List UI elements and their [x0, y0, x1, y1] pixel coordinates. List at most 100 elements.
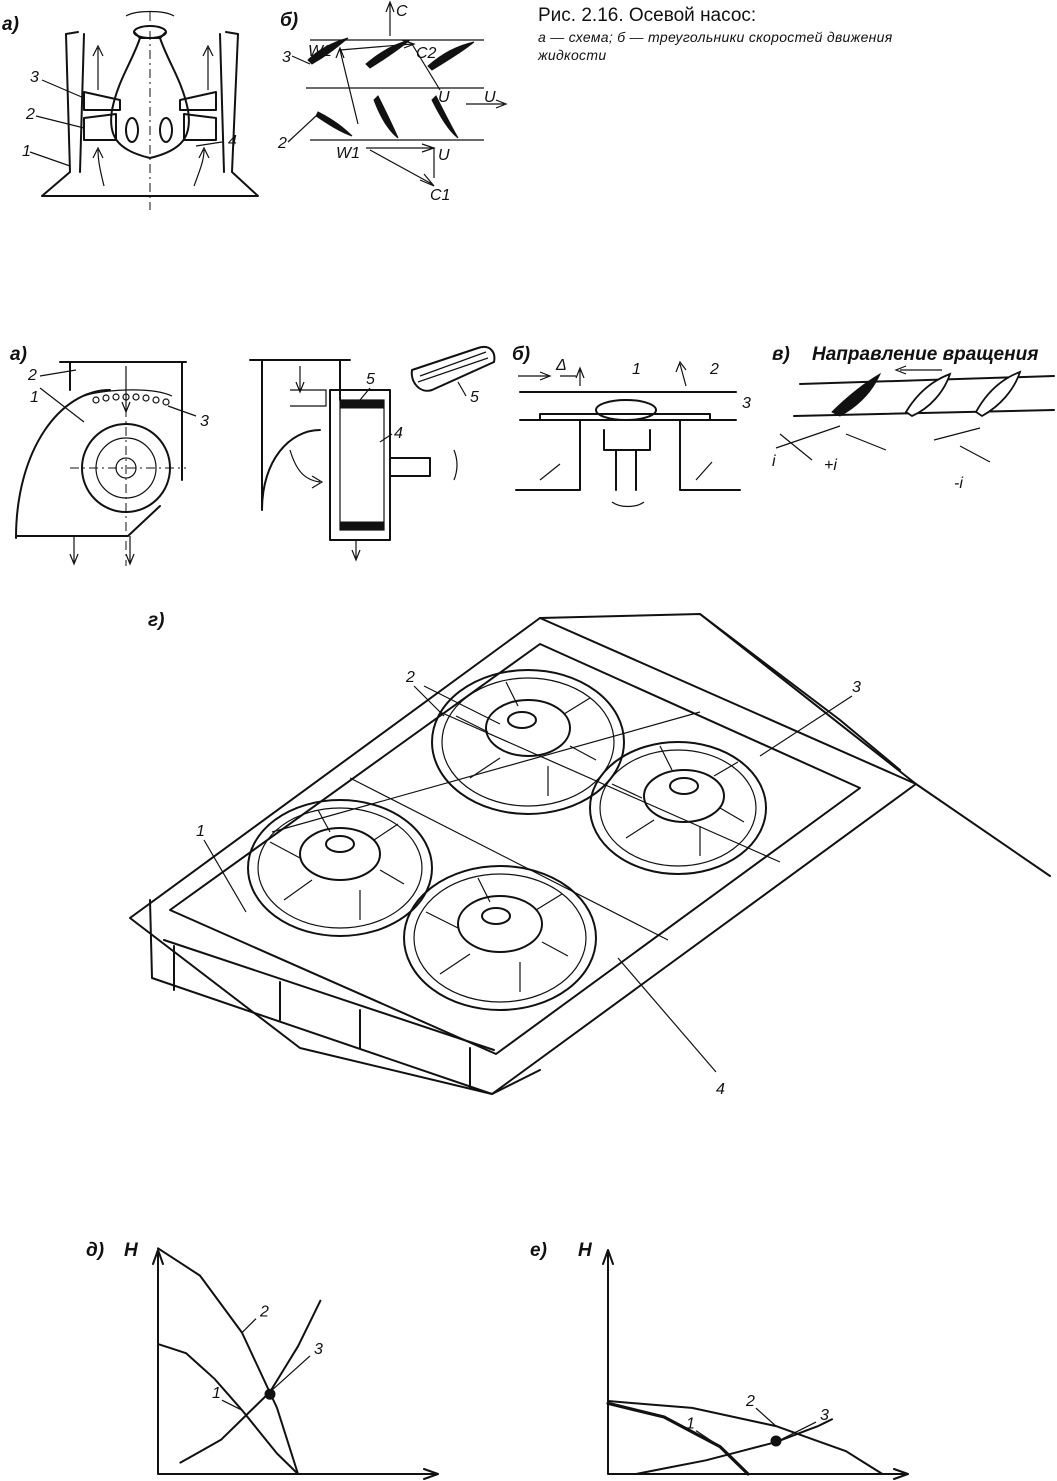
impeller-blade-2 — [373, 95, 399, 139]
fan-a-label-3: 3 — [200, 413, 209, 430]
vector-c1 — [369, 149, 435, 187]
fans-panel-g-label: г) — [148, 610, 164, 631]
chart-d-leader-1 — [221, 1399, 243, 1411]
pump-label-2: 2 — [25, 106, 35, 123]
fan-b-label-delta: Δ — [555, 357, 567, 374]
chart-d-series-label-3: 3 — [314, 1341, 323, 1358]
fan-b-label-2: 2 — [709, 361, 719, 378]
characteristic-charts: д) Н 123 е) Н 123 — [86, 1240, 909, 1480]
vector-w1 — [366, 143, 436, 153]
profile-3 — [974, 370, 1022, 418]
chart-d-operating-point — [264, 1388, 276, 1400]
chart-e-series-label-1: 1 — [686, 1416, 695, 1433]
chart-d-series-label-2: 2 — [259, 1304, 269, 1321]
axial-fan-hub — [595, 399, 657, 421]
pump-label-1: 1 — [22, 143, 31, 160]
fan-unit-2 — [431, 669, 625, 815]
chart-e-leader-3 — [775, 1421, 817, 1443]
rotor-blade-ring — [92, 393, 170, 406]
fan-unit-4 — [403, 865, 597, 1011]
caption-title: Рис. 2.16. Осевой насос: — [538, 5, 757, 26]
impeller-blade-1 — [315, 111, 353, 137]
flow-arrow-up-right — [202, 44, 214, 90]
chart-d-curve-1 — [157, 1343, 299, 1475]
label-blade-3: 3 — [282, 49, 291, 66]
impeller-blade-left — [83, 113, 117, 141]
roof-fan-unit-illustration: г) 2 3 1 4 — [129, 610, 1051, 1098]
chart-e-leader-1 — [695, 1430, 721, 1448]
rotation-arrow — [894, 365, 942, 375]
vector-u-direction — [466, 99, 508, 109]
chart-d-panel-label: д) — [86, 1240, 104, 1261]
chart-e-curve-1 — [606, 1401, 750, 1476]
chart-e-operating-point — [770, 1435, 782, 1447]
fan-a-label-2: 2 — [27, 367, 37, 384]
pump-label-4: 4 — [228, 133, 237, 150]
flow-arrow-in-left — [92, 146, 105, 187]
angle-i-label: i — [772, 453, 776, 470]
label-c: C — [396, 3, 408, 20]
profile-2 — [904, 372, 952, 418]
pump-panel-a-label: а) — [2, 14, 19, 35]
fan-unit-3 — [589, 741, 767, 875]
chart-e-leader-2 — [755, 1407, 777, 1427]
rotation-heading: Направление вращения — [812, 344, 1038, 365]
roof-label-3: 3 — [852, 679, 861, 696]
vector-w2 — [335, 46, 359, 125]
fan-b-label-1: 1 — [632, 361, 641, 378]
chart-d-leader-2 — [241, 1318, 257, 1334]
rotation-arrow — [125, 10, 175, 17]
fan-a-label-5b: 5 — [470, 389, 479, 406]
flow-arrow-out — [69, 536, 135, 566]
chart-d-series-label-1: 1 — [212, 1385, 221, 1402]
label-c1: C1 — [430, 187, 450, 204]
chart-e-ylabel: Н — [578, 1240, 593, 1261]
fans-panel-v-label: в) — [772, 344, 790, 365]
label-u-arrow: U — [484, 89, 496, 106]
chart-d-ylabel: Н — [124, 1240, 139, 1261]
guide-blade-2 — [365, 39, 411, 69]
chart-e-series-label-2: 2 — [745, 1393, 755, 1410]
pump-casing-inner — [79, 33, 225, 173]
chart-d-leader-3 — [269, 1355, 311, 1393]
angle-plus-i-label: +i — [824, 457, 837, 474]
fan-side-rotor-housing — [329, 389, 391, 541]
roof-frame — [163, 939, 495, 1089]
impeller-blade-right — [183, 113, 217, 141]
chart-e: е) Н 123 — [530, 1240, 909, 1480]
guide-blade-3 — [427, 41, 475, 71]
pump-panel-b-label: б) — [280, 10, 298, 31]
roof-label-1: 1 — [196, 823, 205, 840]
fan-b-label-3: 3 — [742, 395, 751, 412]
profile-1 — [831, 372, 882, 417]
guide-vane-left — [83, 91, 121, 111]
pump-hub — [110, 37, 190, 159]
flow-arrow-in — [121, 366, 131, 414]
vector-c2 — [339, 39, 416, 51]
fan-a-label-1: 1 — [30, 389, 39, 406]
label-blade-2: 2 — [277, 135, 287, 152]
fan-side-duct — [249, 359, 351, 511]
blade-element — [410, 346, 496, 392]
chart-d-axes — [152, 1249, 439, 1480]
pump-scheme-diagram: а) 3 2 1 4 — [2, 10, 259, 210]
vector-c — [385, 0, 395, 36]
fans-panel-b-label: б) — [512, 344, 530, 365]
fan-a-label-5: 5 — [366, 371, 375, 388]
fan-a-label-4: 4 — [394, 425, 403, 442]
fan-side-shaft — [389, 457, 431, 477]
flow-arrow-up-left — [92, 44, 104, 90]
guide-vane-right — [179, 91, 217, 111]
fan-plate — [169, 643, 861, 1055]
label-w1: W1 — [336, 145, 360, 162]
impeller-blade-3 — [431, 95, 459, 139]
fan-types-diagram: а) 2 1 3 5 4 5 б) Δ 1 2 3 в) Направлени — [10, 344, 1055, 566]
chart-e-curve-3 — [635, 1418, 833, 1475]
centrifugal-casing — [15, 361, 187, 539]
angle-minus-i-label: -i — [954, 475, 963, 492]
caption-line-2: жидкости — [538, 47, 607, 63]
caption-line-1: а — схема; б — треугольники скоростей дв… — [538, 29, 893, 45]
pump-label-3: 3 — [30, 69, 39, 86]
axial-fan-casing — [515, 419, 741, 491]
chart-e-panel-label: е) — [530, 1240, 547, 1261]
